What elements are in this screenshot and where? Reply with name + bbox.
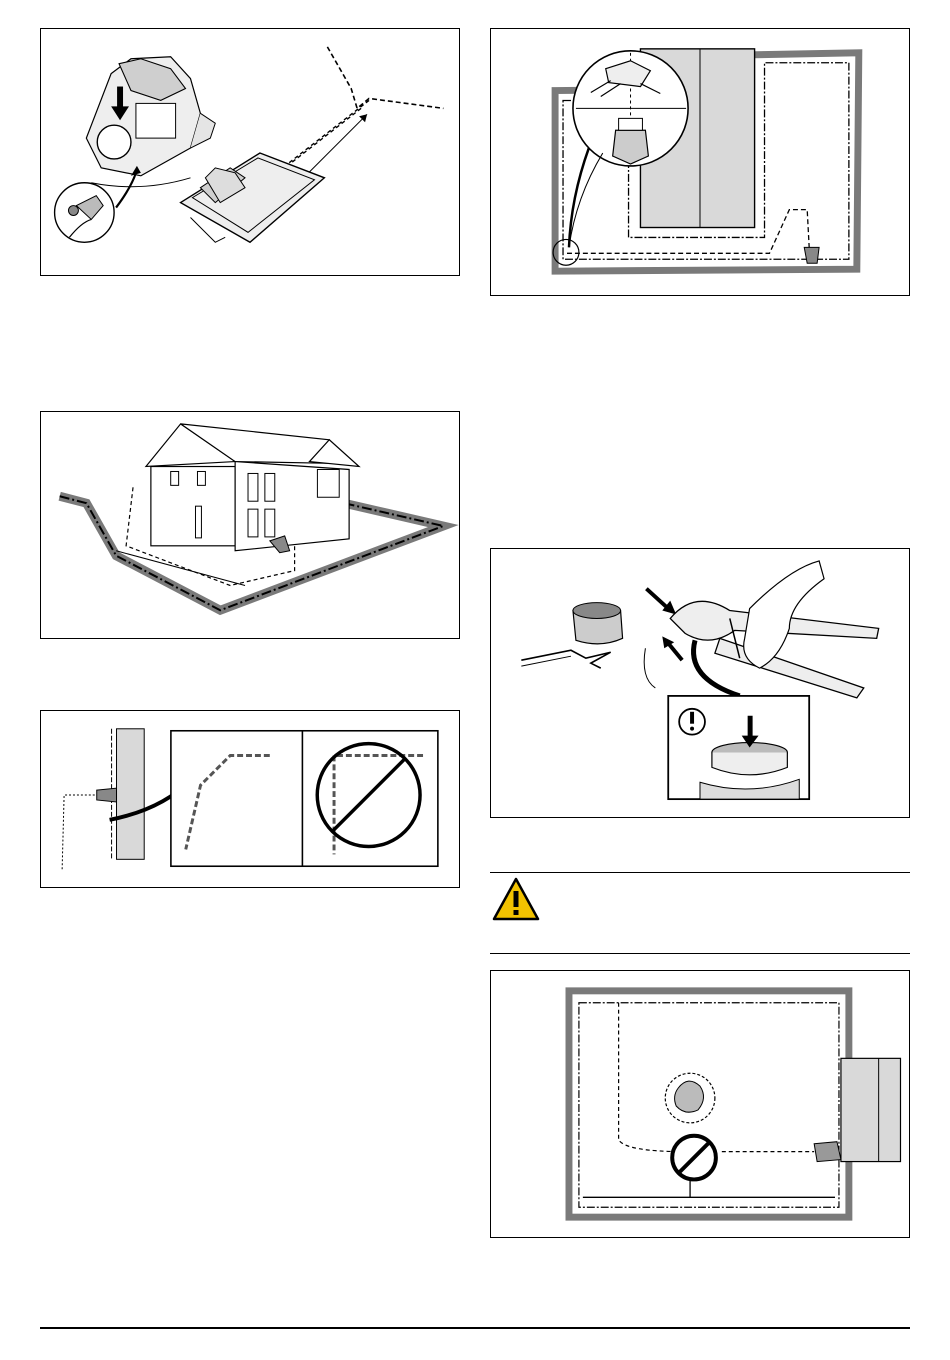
figure-charging-station [40,28,460,276]
figure-guide-wire-layout [490,28,910,296]
pliers-connector-illustration [491,549,909,817]
charging-station-illustration [41,29,459,275]
warning-top-rule [490,872,910,873]
figure-corner-angles [40,710,460,888]
guide-wire-obstacle-illustration [491,971,909,1237]
figure-house-layout [40,411,460,639]
page-footer-rule [40,1327,910,1329]
figure-guide-wire-obstacle [490,970,910,1238]
figure-pliers-connector [490,548,910,818]
corner-angles-illustration [41,711,459,887]
guide-wire-layout-illustration [491,29,909,295]
warning-bottom-rule [490,953,910,954]
warning-triangle-icon [492,877,540,921]
house-layout-illustration [41,412,459,638]
